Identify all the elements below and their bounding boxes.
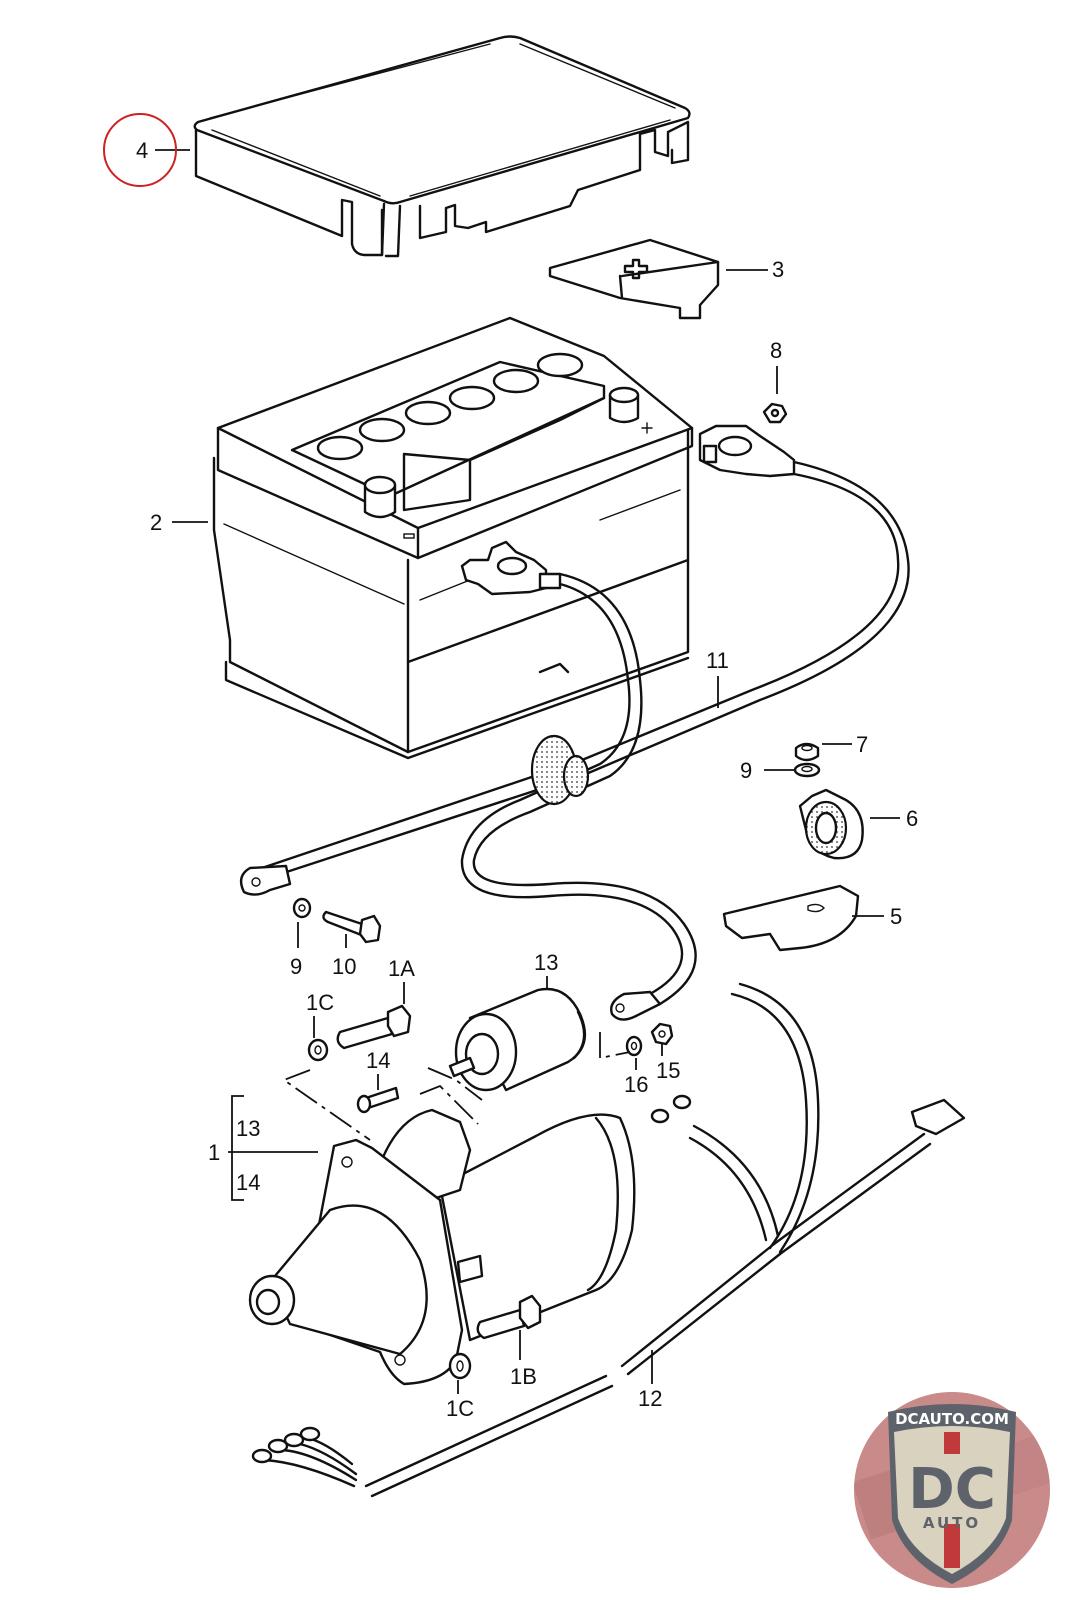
callout-12[interactable]: 12 [638,1386,662,1411]
callout-1[interactable]: 1 [208,1140,220,1165]
callout-1C-top[interactable]: 1C [306,990,334,1015]
nut-8[interactable] [762,402,788,424]
callout-labels: 4 3 8 2 11 7 9 6 5 9 10 1A 13 1C 14 15 1… [136,138,918,1421]
terminal-cover[interactable] [548,238,720,320]
terminal-clamp-6[interactable] [798,788,864,860]
battery[interactable] [212,316,694,760]
callout-6[interactable]: 6 [906,806,918,831]
bolt-1A[interactable] [336,1004,412,1050]
callout-15[interactable]: 15 [656,1058,680,1083]
callout-3[interactable]: 3 [772,257,784,282]
nut-15[interactable] [650,1022,674,1046]
starter-motor[interactable] [248,1108,636,1386]
nut-7[interactable] [794,742,820,762]
assembly-indicators [282,1032,631,1141]
callout-1B[interactable]: 1B [510,1364,537,1389]
callout-4[interactable]: 4 [136,138,148,163]
logo-site: DCAUTO.COM [895,1410,1009,1428]
dcauto-logo: DCAUTO.COM DC AUTO [854,1392,1050,1588]
washer-1C-top[interactable] [307,1038,329,1062]
callout-5[interactable]: 5 [890,904,902,929]
callout-8[interactable]: 8 [770,338,782,363]
screw-14[interactable] [356,1086,400,1114]
washer-16[interactable] [625,1035,643,1057]
callout-9-right[interactable]: 9 [740,758,752,783]
callout-16[interactable]: 16 [624,1072,648,1097]
callout-9-left[interactable]: 9 [290,954,302,979]
grommet[interactable] [530,734,590,806]
callout-7[interactable]: 7 [856,732,868,757]
wiring-harness[interactable] [251,982,966,1498]
logo-mark: DC [908,1457,996,1522]
ring-terminals [251,1094,692,1464]
positive-clamp[interactable] [698,424,796,478]
washer-1C-bottom[interactable] [448,1352,472,1380]
callout-10[interactable]: 10 [332,954,356,979]
bolt-10[interactable] [322,910,382,944]
highlight-ring [103,113,177,187]
washer-9-left[interactable] [292,897,312,919]
negative-clamp[interactable] [460,540,562,596]
solenoid-13[interactable] [448,987,587,1092]
callout-13-bracket[interactable]: 13 [236,1116,260,1141]
callout-11[interactable]: 11 [706,648,729,673]
callout-1C-bottom[interactable]: 1C [446,1396,474,1421]
callout-1A[interactable]: 1A [388,956,415,981]
ground-cable[interactable] [460,572,697,1021]
washer-9-right[interactable] [793,762,821,778]
logo-sub: AUTO [923,1514,981,1532]
battery-cable[interactable] [239,460,910,896]
leader-lines [155,149,900,1394]
logo-stripe-bottom [944,1524,960,1568]
logo-shield [894,1426,1010,1574]
callout-14-bracket[interactable]: 14 [236,1170,260,1195]
callout-2[interactable]: 2 [150,510,162,535]
logo-stripe-top [944,1432,960,1454]
callout-13-top[interactable]: 13 [534,950,558,975]
bracket-5[interactable] [722,884,860,952]
battery-cover[interactable] [193,35,691,258]
callout-14-top[interactable]: 14 [366,1048,390,1073]
bolt-1B[interactable] [476,1294,542,1340]
cell-caps [316,352,584,461]
